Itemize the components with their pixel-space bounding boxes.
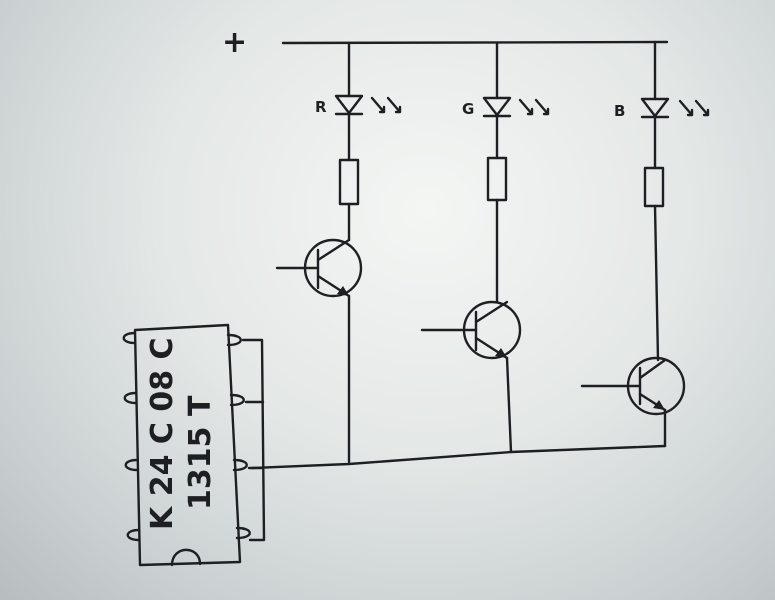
chip-marking-line1: K 24 C 08 C — [145, 337, 180, 530]
channel-r: R — [275, 41, 402, 464]
chip-body — [133, 323, 242, 567]
pin-icon — [124, 458, 139, 472]
led-label-r: R — [315, 98, 327, 116]
pin-icon — [122, 331, 137, 345]
supply-rail — [281, 40, 669, 45]
resistor-g-icon — [486, 156, 508, 202]
resistor-r-icon — [338, 158, 360, 206]
transistor-b-icon — [580, 356, 686, 416]
resistor-b-icon — [643, 166, 665, 208]
transistor-g-icon — [420, 300, 522, 360]
chip-notch-icon — [170, 548, 202, 567]
pin-icon — [123, 391, 138, 405]
pin-icon — [229, 393, 245, 407]
wire — [505, 356, 513, 454]
led-r-icon — [334, 94, 402, 116]
channel-g: G — [420, 41, 550, 454]
pin-icon — [232, 458, 248, 472]
channel-b: B — [580, 40, 710, 448]
ground-rail — [250, 444, 667, 470]
chip-marking-line2: 1315 T — [183, 395, 218, 510]
chip-bus-wire — [241, 338, 266, 542]
pin-icon — [226, 333, 242, 347]
led-b-icon — [640, 97, 710, 119]
wire — [653, 204, 660, 362]
supply-label: + — [222, 25, 247, 60]
led-g-icon — [482, 96, 550, 118]
pin-icon — [235, 526, 251, 540]
led-label-b: B — [614, 102, 625, 120]
ic-chip: K 24 C 08 C 1315 T — [122, 323, 251, 567]
transistor-r-icon — [275, 238, 363, 298]
pin-icon — [126, 528, 141, 542]
led-label-g: G — [462, 100, 474, 118]
